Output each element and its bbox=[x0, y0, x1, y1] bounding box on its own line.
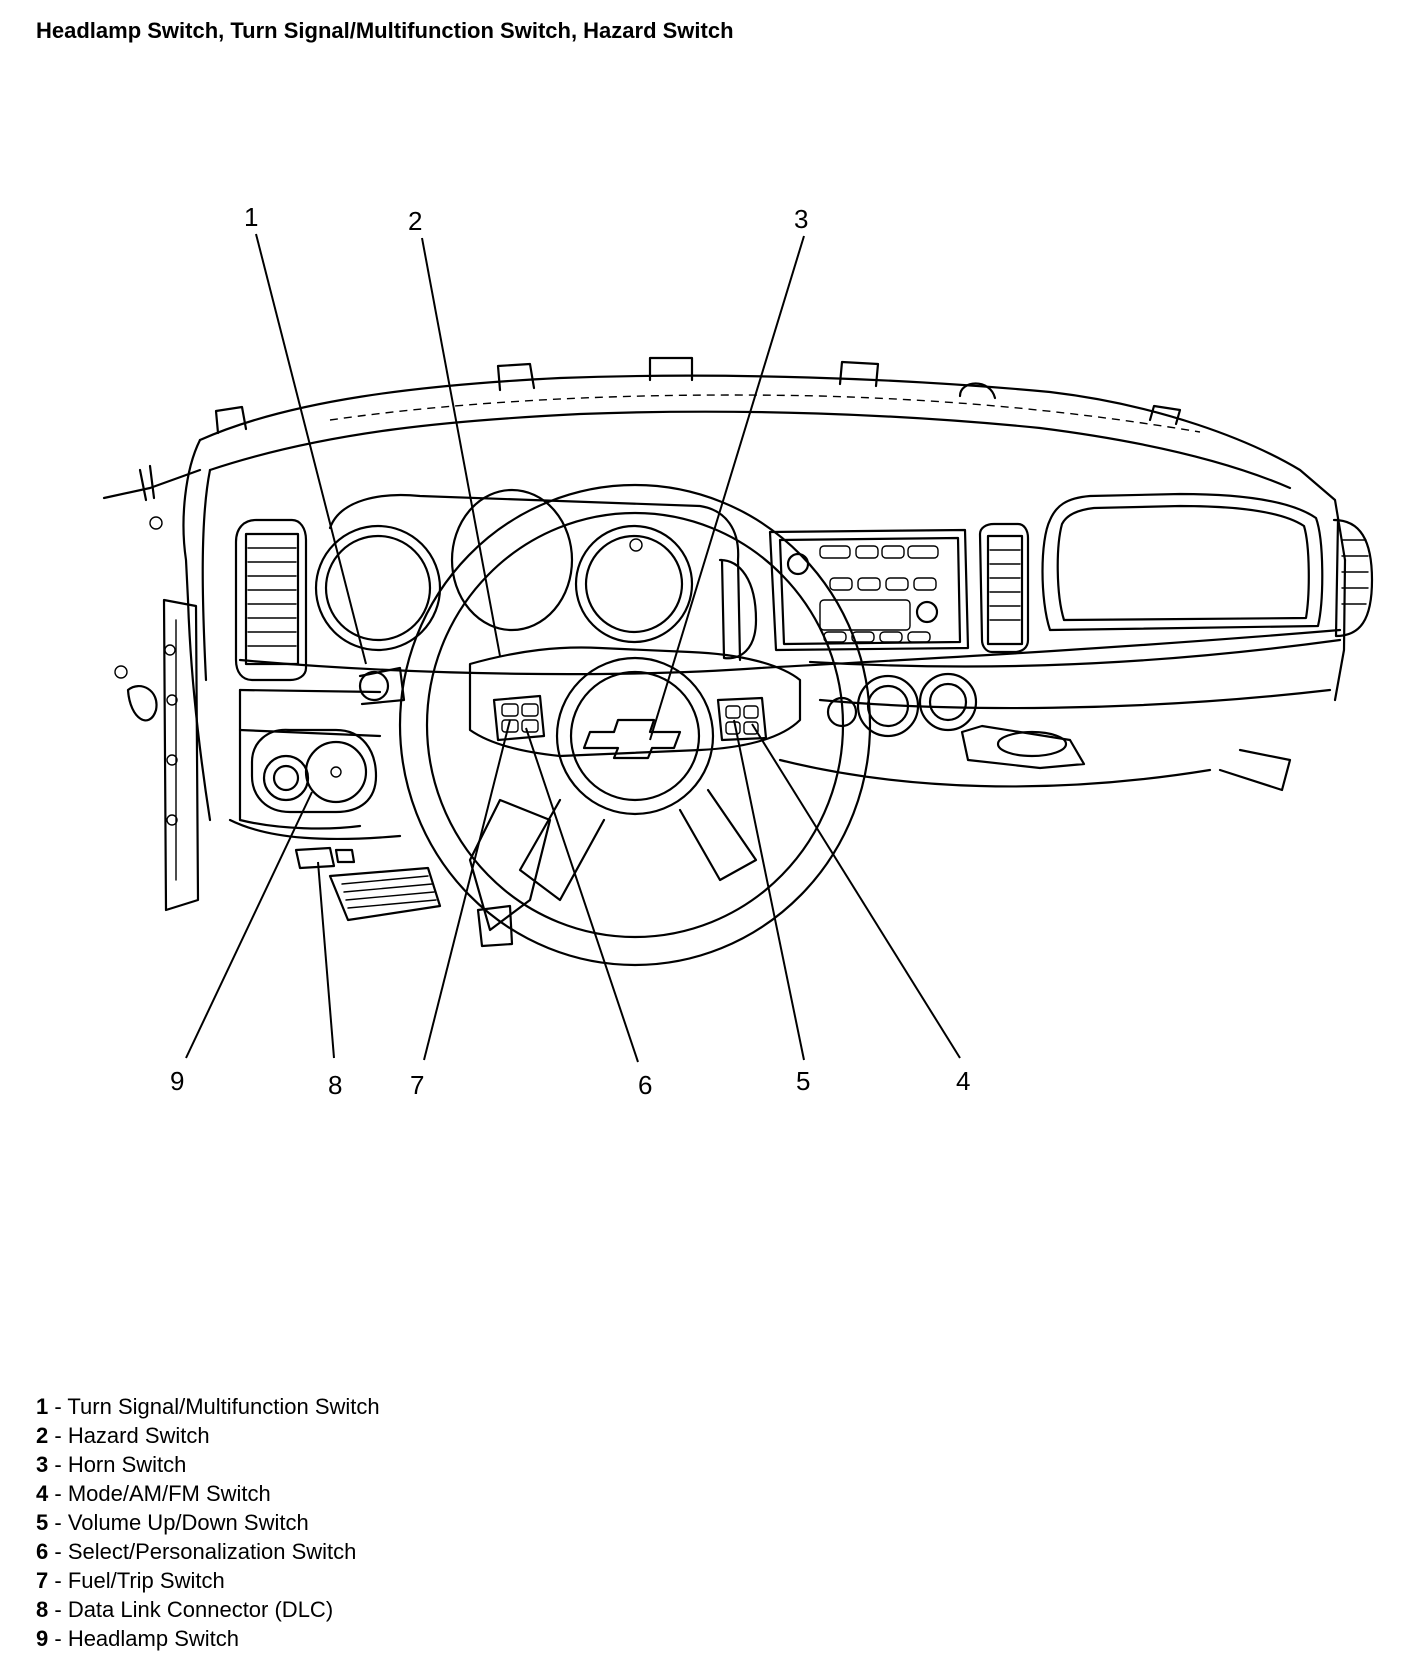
dashboard-body bbox=[102, 356, 1347, 912]
brake-pedal bbox=[328, 866, 442, 922]
instrument-cluster bbox=[314, 488, 758, 662]
callout-5: 5 bbox=[796, 1066, 810, 1096]
radio-unit bbox=[768, 528, 970, 652]
center-air-vent bbox=[978, 522, 1030, 654]
callout-2: 2 bbox=[408, 206, 422, 236]
legend-item: 6 - Select/Personalization Switch bbox=[36, 1539, 357, 1564]
legend: 1 - Turn Signal/Multifunction Switch 2 -… bbox=[36, 1392, 380, 1653]
steering-wheel bbox=[398, 483, 872, 967]
left-air-vent bbox=[234, 518, 308, 682]
diagram-title: Headlamp Switch, Turn Signal/Multifuncti… bbox=[36, 18, 734, 43]
legend-item: 4 - Mode/AM/FM Switch bbox=[36, 1481, 271, 1506]
legend-item: 9 - Headlamp Switch bbox=[36, 1626, 239, 1651]
steering-column bbox=[358, 666, 552, 948]
callout-leaders bbox=[185, 233, 961, 1063]
legend-item: 2 - Hazard Switch bbox=[36, 1423, 210, 1448]
callout-4: 4 bbox=[956, 1066, 970, 1096]
callout-3: 3 bbox=[794, 204, 808, 234]
legend-item: 5 - Volume Up/Down Switch bbox=[36, 1510, 309, 1535]
glove-box bbox=[1041, 492, 1324, 632]
headlamp-switch bbox=[250, 728, 378, 814]
cup-holder bbox=[960, 724, 1086, 770]
right-air-vent bbox=[1332, 518, 1374, 638]
callout-7: 7 bbox=[410, 1070, 424, 1100]
callout-1: 1 bbox=[244, 202, 258, 232]
callout-6: 6 bbox=[638, 1070, 652, 1100]
legend-item: 7 - Fuel/Trip Switch bbox=[36, 1568, 225, 1593]
data-link-connector bbox=[294, 846, 356, 870]
legend-item: 3 - Horn Switch bbox=[36, 1452, 187, 1477]
callout-8: 8 bbox=[328, 1070, 342, 1100]
legend-item: 8 - Data Link Connector (DLC) bbox=[36, 1597, 334, 1622]
legend-item: 1 - Turn Signal/Multifunction Switch bbox=[36, 1394, 380, 1419]
callout-9: 9 bbox=[170, 1066, 184, 1096]
callout-numbers: 1 2 3 4 5 6 7 8 9 bbox=[170, 202, 970, 1100]
